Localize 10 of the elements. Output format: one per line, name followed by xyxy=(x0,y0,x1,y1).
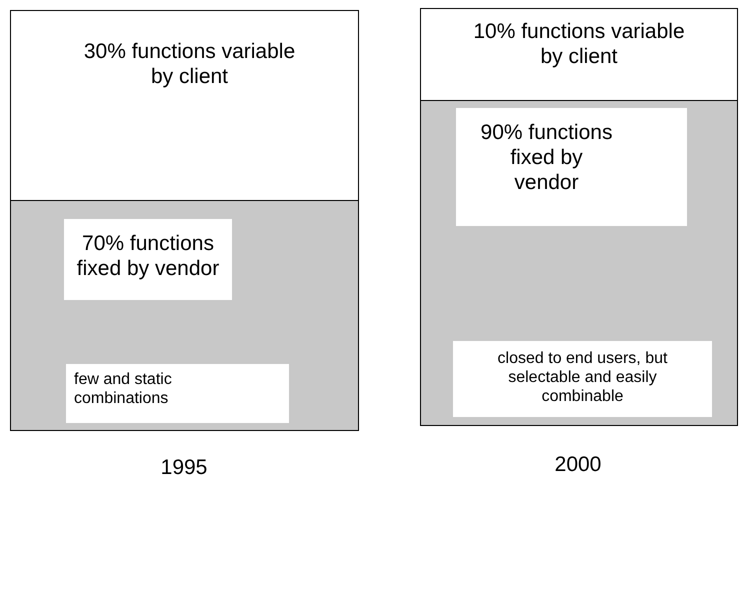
text-box: closed to end users, but selectable and easily combinable xyxy=(453,341,712,417)
variable-functions-box: 10% functions variable by client xyxy=(420,8,738,101)
text-box: few and static combinations xyxy=(66,364,289,423)
year-label: 2000 xyxy=(554,453,602,477)
fixed-functions-panel xyxy=(10,200,359,431)
variable-functions-box: 30% functions variable by client xyxy=(10,10,359,201)
year-label: 1995 xyxy=(160,456,208,480)
fixed-functions-panel xyxy=(420,100,738,426)
text-box: 70% functions fixed by vendor xyxy=(64,219,232,300)
text-box: 90% functions fixed by vendor xyxy=(456,108,687,226)
